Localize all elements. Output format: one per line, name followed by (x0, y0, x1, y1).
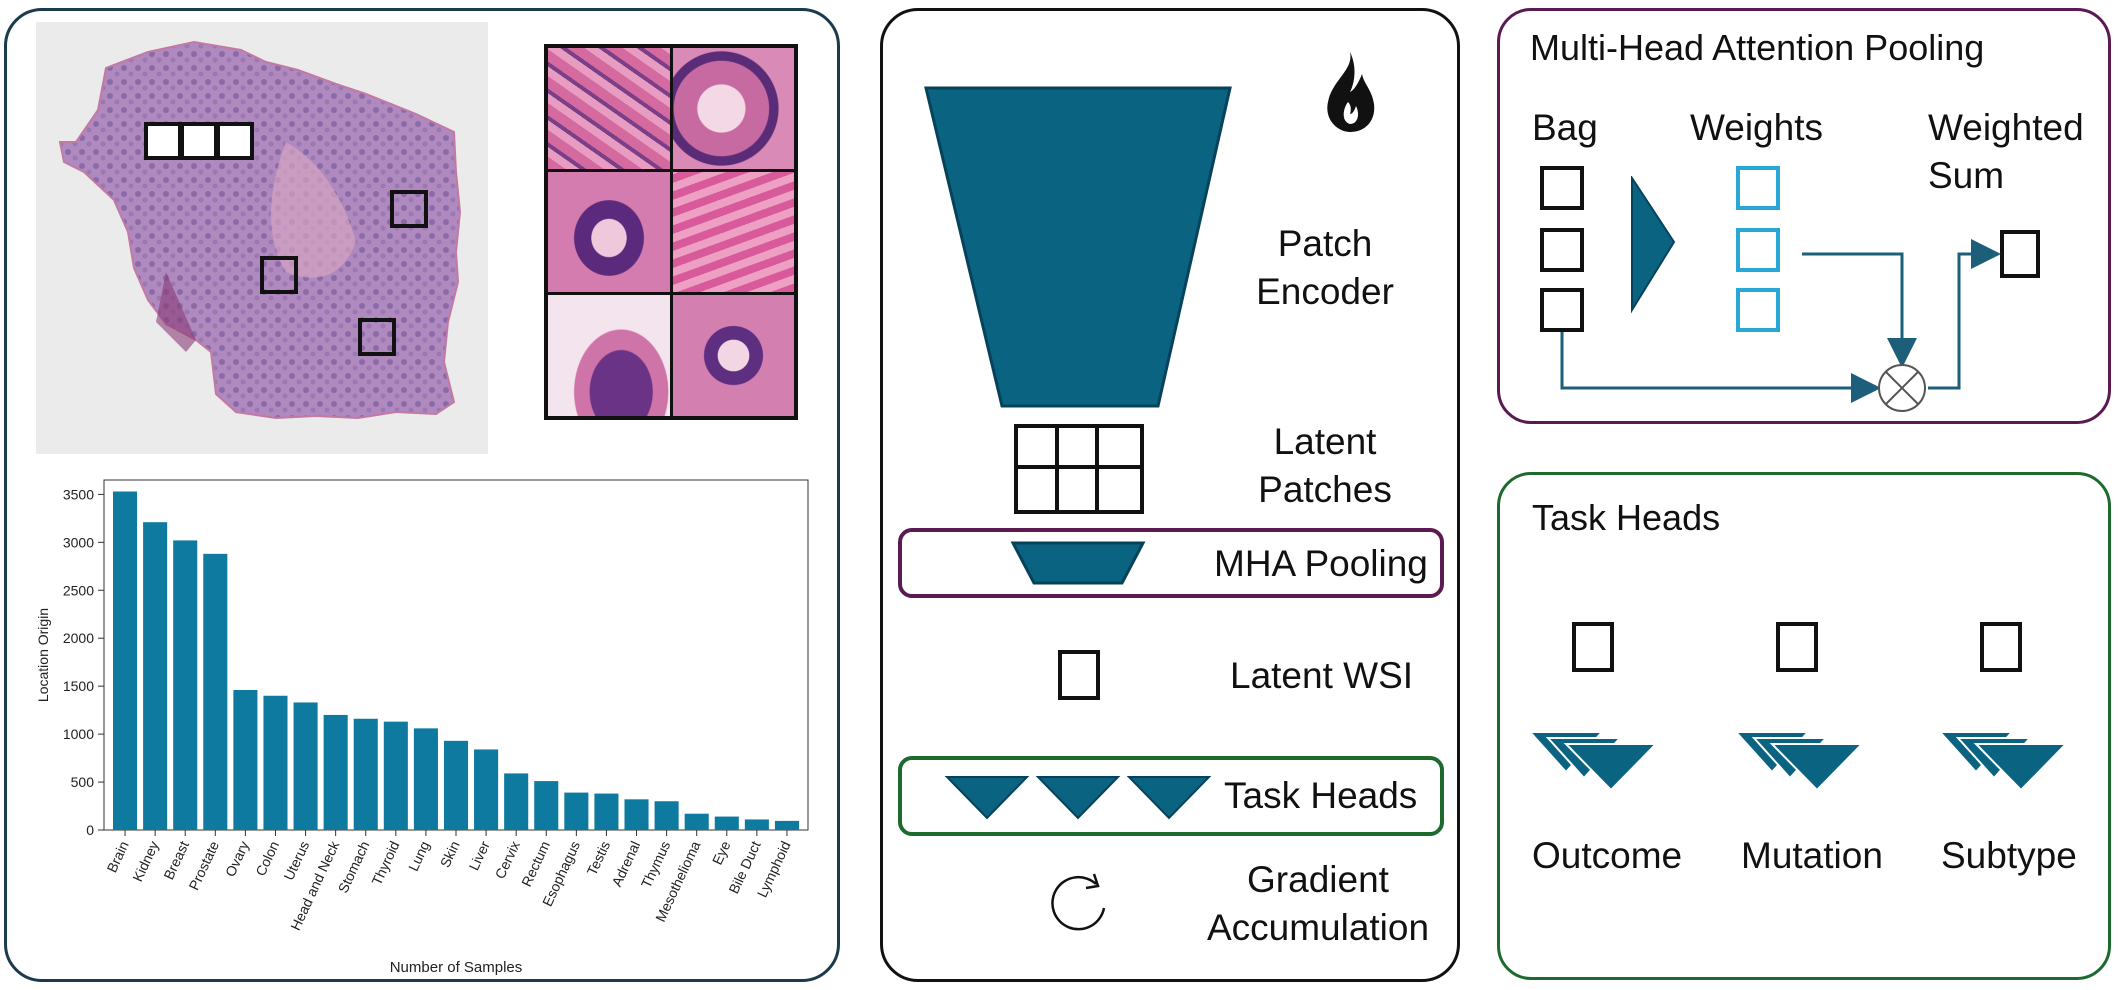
x-tick-label: Brain (103, 839, 131, 875)
bar (413, 728, 438, 830)
bag-label: Bag (1532, 107, 1598, 148)
bag-item (1540, 166, 1584, 210)
fire-icon (1327, 52, 1375, 132)
mutation-label: Mutation (1741, 835, 1883, 876)
task-heads-panel (1497, 472, 2111, 980)
y-tick-label: 1500 (63, 678, 94, 694)
x-tick-label: Lung (405, 839, 433, 874)
mha-pooling-label: MHA Pooling (1214, 543, 1428, 584)
patch-tile (548, 171, 670, 293)
bar (504, 773, 529, 830)
patch-encoder-shape (924, 86, 1232, 408)
attention-shape (1631, 176, 1676, 314)
task-panel-title: Task Heads (1532, 497, 1721, 538)
weights-label: Weights (1690, 107, 1823, 148)
bar (624, 799, 649, 830)
x-tick-label: Ovary (222, 839, 252, 880)
task-heads-box (898, 756, 1444, 836)
bar (323, 714, 348, 830)
weighted-sum-output (2000, 230, 2040, 278)
patch-tile (548, 48, 670, 169)
mha-pooling-box (898, 528, 1444, 598)
x-tick-label: Testis (584, 839, 614, 878)
weight-item (1736, 166, 1780, 210)
patch-grid (544, 44, 798, 420)
bar (353, 718, 378, 830)
mha-panel (1497, 8, 2111, 424)
mha-pooling-shape (1010, 541, 1146, 585)
mha-panel-title: Multi-Head Attention Pooling (1530, 27, 1985, 68)
patch-tile (548, 295, 670, 416)
x-tick-label: Eye (709, 838, 734, 867)
latent-patches-label: Latent Patches (1258, 421, 1392, 510)
tissue-section (58, 40, 462, 420)
patch-encoder-label: Patch Encoder (1256, 223, 1394, 312)
subtype-head-stack (1938, 731, 2068, 792)
x-tick-label: Liver (465, 838, 492, 873)
bag-item (1540, 228, 1584, 272)
bar (233, 690, 258, 830)
x-tick-label: Colon (252, 839, 282, 879)
bar (383, 721, 408, 830)
weighted-sum-label: Weighted Sum (1928, 107, 2084, 196)
bar (143, 522, 168, 830)
patch-tile (672, 48, 794, 169)
bar (564, 792, 589, 830)
y-tick-label: 500 (71, 774, 95, 790)
y-axis-label: Location Origin (35, 608, 51, 702)
outcome-head-stack (1528, 731, 1658, 792)
x-tick-label: Kidney (129, 839, 162, 885)
refresh-icon (1051, 873, 1106, 931)
task-heads-label: Task Heads (1224, 775, 1418, 816)
head-output-square (1980, 622, 2022, 672)
bar (293, 702, 318, 830)
y-tick-label: 3000 (63, 534, 94, 550)
y-tick-label: 2000 (63, 630, 94, 646)
y-tick-label: 2500 (63, 582, 94, 598)
bar (774, 820, 799, 830)
bar (594, 793, 619, 830)
bar (714, 816, 739, 830)
task-heads-triangles (944, 776, 1212, 820)
x-tick-label: Skin (437, 839, 463, 870)
gradient-accumulation-label: Gradient Accumulation (1206, 859, 1430, 948)
head-output-square (1776, 622, 1818, 672)
latent-patches-grid (1014, 424, 1144, 514)
whole-slide-image (36, 22, 488, 454)
head-output-square (1572, 622, 1614, 672)
y-tick-label: 1000 (63, 726, 94, 742)
mutation-head-stack (1734, 731, 1864, 792)
bar (534, 781, 559, 830)
y-tick-label: 3500 (63, 486, 94, 502)
weight-item (1736, 228, 1780, 272)
bar (173, 540, 198, 830)
y-tick-label: 0 (86, 822, 94, 838)
bar-chart: 0 500 1000 1500 2000 2500 3000 3500BrainKidneyB… (35, 479, 809, 976)
x-tick-label: Uterus (280, 839, 312, 883)
x-tick-label: Thyroid (368, 839, 402, 888)
bar (474, 749, 499, 830)
subtype-label: Subtype (1941, 835, 2077, 876)
bar (203, 553, 228, 830)
patch-tile (672, 171, 794, 293)
multiply-circle-icon (1878, 364, 1926, 412)
x-tick-label: Cervix (492, 839, 523, 882)
latent-wsi-square (1058, 650, 1100, 700)
bag-item (1540, 288, 1584, 332)
bar (263, 695, 288, 830)
bar (113, 491, 138, 830)
mha-connectors (1560, 239, 2001, 412)
bar (684, 813, 709, 830)
bar (443, 740, 469, 830)
x-tick-label: Breast (160, 838, 192, 882)
latent-wsi-label: Latent WSI (1230, 655, 1414, 696)
weight-item (1736, 288, 1780, 332)
outcome-label: Outcome (1532, 835, 1683, 876)
patch-tile (672, 295, 794, 416)
bar (744, 819, 769, 830)
bar (654, 801, 679, 830)
x-axis-label: Number of Samples (390, 959, 523, 976)
